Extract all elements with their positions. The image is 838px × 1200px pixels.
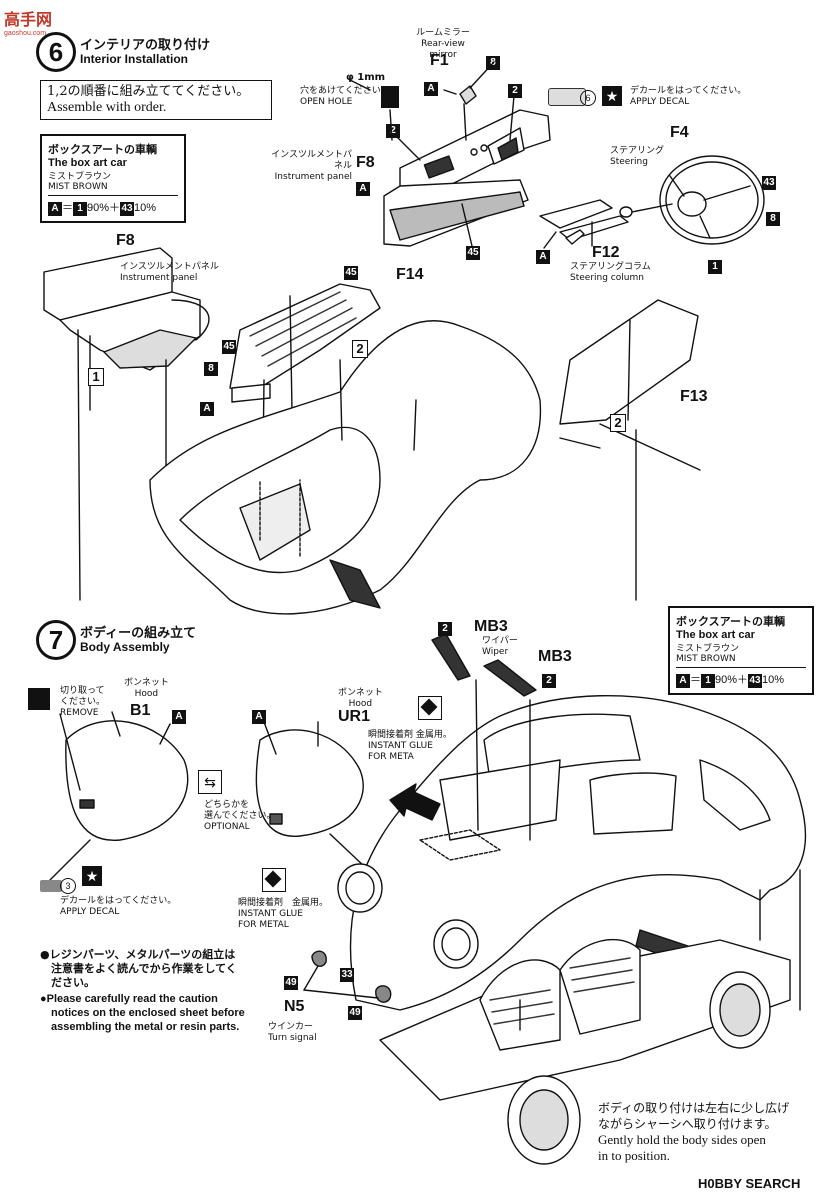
step-6-title-jp: インテリアの取り付け <box>80 38 211 53</box>
color-a-hood-ur1: A <box>252 710 266 724</box>
part-f8-left: F8 <box>116 232 135 249</box>
part-f4: F4 <box>670 124 689 141</box>
order-2-box-a: 2 <box>352 340 368 358</box>
part-n5: N5 <box>284 998 305 1015</box>
hobby-search-logo: H0BBY SEARCH <box>698 1176 801 1191</box>
part-ur1: UR1 <box>338 708 371 725</box>
final-note-en: Gently hold the body sides open in to po… <box>598 1132 766 1163</box>
part-mb3-b: MB3 <box>538 648 572 665</box>
color-49-turn-b: 49 <box>348 1006 362 1020</box>
decal-number: 6 <box>580 90 596 106</box>
part-f8-top: F8 <box>356 154 375 171</box>
step-6-number: 6 <box>36 32 76 72</box>
color-45-f14-b: 45 <box>222 340 236 354</box>
color-8-f14: 8 <box>204 362 218 376</box>
glue-icon-2 <box>262 868 286 892</box>
color-49-turn-a: 49 <box>284 976 298 990</box>
watermark-logo: 高手网 gaoshou.com <box>4 10 53 37</box>
color-a-mirror: A <box>424 82 438 96</box>
color-2-wiper-b: 2 <box>542 674 556 688</box>
color-8-steering: 8 <box>766 212 780 226</box>
step-7-title-jp: ボディーの組み立て <box>80 626 197 641</box>
part-f12: F12 <box>592 244 620 261</box>
decal-label: デカールをはってください。APPLY DECAL <box>630 86 747 107</box>
color-2-panel-a: 2 <box>386 124 400 138</box>
color-33-turn: 33 <box>340 968 354 982</box>
part-f1: F1 <box>430 52 449 69</box>
optional-label: どちらかを 選んでください。OPTIONAL <box>204 800 276 832</box>
color-a-f14: A <box>200 402 214 416</box>
hole-label: 穴をあけてください。OPEN HOLE <box>300 86 390 107</box>
star-icon: ★ <box>602 86 622 106</box>
glue-label-1: 瞬間接着剤 金属用。INSTANT GLUE FOR META <box>368 730 452 762</box>
glue-icon-1 <box>418 696 442 720</box>
glue-label-2: 瞬間接着剤 金属用。INSTANT GLUE FOR METAL <box>238 898 329 930</box>
caution-en: ●Please carefully read the caution notic… <box>40 993 245 1033</box>
caution-jp: ●レジンパーツ、メタルパーツの組立は 注意書をよく読んでから作業をしてく ださい… <box>40 948 237 989</box>
color-a-hood-b1: A <box>172 710 186 724</box>
star-icon-2: ★ <box>82 866 102 886</box>
part-f14: F14 <box>396 266 424 283</box>
decal-label-2: デカールをはってください。APPLY DECAL <box>60 896 177 917</box>
part-f13: F13 <box>680 388 708 405</box>
drill-icon <box>381 86 399 108</box>
color-2-panel-b: 2 <box>508 84 522 98</box>
color-1-steering: 1 <box>708 260 722 274</box>
order-2-box-b: 2 <box>610 414 626 432</box>
color-a-panel: A <box>356 182 370 196</box>
step-7-color-box: ボックスアートの車輌 The box art car ミストブラウン MIST … <box>668 606 814 695</box>
step-7-title-en: Body Assembly <box>80 640 170 654</box>
assemble-order-note: 1,2の順番に組み立ててください。 Assemble with order. <box>40 80 272 120</box>
optional-icon: ⇆ <box>198 770 222 794</box>
step-7-number: 7 <box>36 620 76 660</box>
color-43-steering: 43 <box>762 176 776 190</box>
decal-sheet-icon-2 <box>40 880 62 892</box>
color-45-panel: 45 <box>466 246 480 260</box>
step-6-title-en: Interior Installation <box>80 52 189 66</box>
part-b1: B1 <box>130 702 151 719</box>
remove-label: 切り取って ください。REMOVE <box>60 686 106 718</box>
step-6-color-box: ボックスアートの車輌 The box art car ミストブラウン MIST … <box>40 134 186 223</box>
decal-number-2: 3 <box>60 878 76 894</box>
order-1-box: 1 <box>88 368 104 386</box>
part-mb3-a: MB3 <box>474 618 508 635</box>
color-2-wiper-a: 2 <box>438 622 452 636</box>
color-a-column: A <box>536 250 550 264</box>
color-45-f14-a: 45 <box>344 266 358 280</box>
hole-size: φ 1mm <box>346 72 386 83</box>
final-note-jp: ボディの取り付けは左右に少し広げ ながらシャーシへ取り付けます。 <box>598 1101 790 1131</box>
knife-icon <box>28 688 50 710</box>
